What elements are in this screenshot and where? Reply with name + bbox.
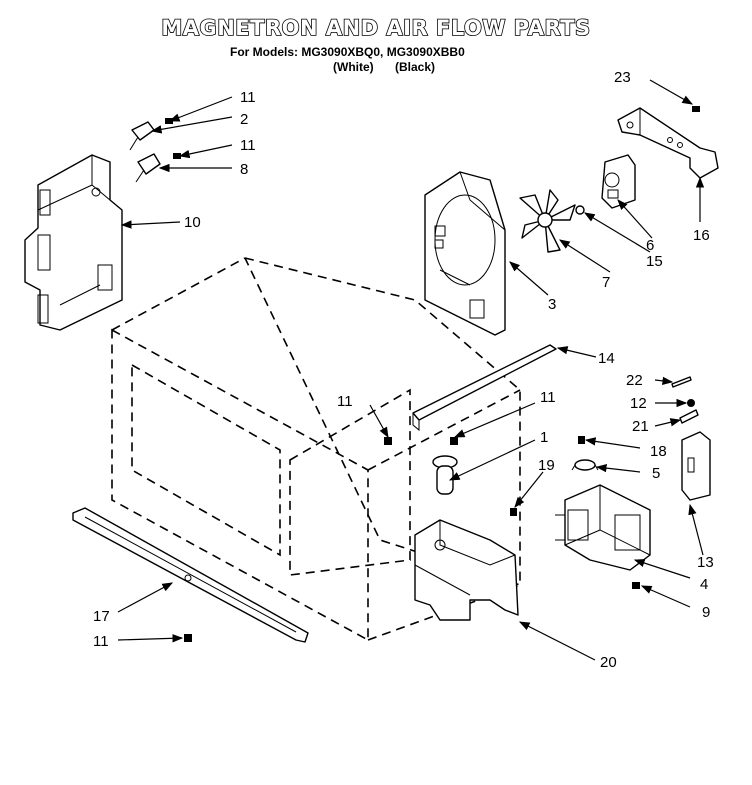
callout-11: 11 — [540, 389, 556, 406]
callout-21: 21 — [632, 418, 649, 435]
callout-23: 23 — [614, 69, 631, 86]
callout-7: 7 — [602, 274, 610, 291]
callout-3: 3 — [548, 296, 556, 313]
callout-22: 22 — [626, 372, 643, 389]
callout-13: 13 — [697, 554, 714, 571]
bottom-rail-part-17 — [72, 507, 309, 643]
diagram-title: MAGNETRON AND AIR FLOW PARTS — [161, 15, 591, 41]
models-line: For Models: MG3090XBQ0, MG3090XBB0 — [230, 45, 465, 59]
rail-part-14 — [412, 344, 557, 432]
screw-part-11 — [384, 437, 392, 445]
fan-blade-part-7 — [519, 189, 576, 253]
screw-part-23 — [692, 106, 700, 112]
screw-part-18 — [578, 436, 585, 444]
callout-10: 10 — [184, 214, 201, 231]
callout-12: 12 — [630, 395, 647, 412]
air-duct-part-10 — [24, 154, 123, 331]
color-white-label: (White) — [333, 60, 374, 74]
callout-15: 15 — [646, 253, 663, 270]
magnetron-mount-part-20 — [414, 519, 519, 621]
screw-icon — [165, 118, 181, 159]
magnetron-part-4 — [555, 484, 651, 571]
callout-8: 8 — [240, 161, 248, 178]
callout-16: 16 — [693, 227, 710, 244]
fan-shroud-part-3 — [424, 171, 506, 336]
callout-11: 11 — [337, 393, 353, 410]
callout-5: 5 — [652, 465, 660, 482]
callout-11: 11 — [93, 633, 109, 650]
screw-part-12 — [687, 399, 695, 407]
callout-labels: 11 2 11 8 10 23 16 6 15 7 3 14 11 11 1 1… — [93, 69, 714, 671]
clip-part-8 — [135, 153, 161, 183]
leader-lines — [117, 79, 705, 661]
models-prefix: For Models: — [230, 45, 298, 59]
models-list: MG3090XBQ0, MG3090XBB0 — [301, 45, 465, 59]
callout-6: 6 — [646, 237, 654, 254]
color-black-label: (Black) — [395, 60, 436, 74]
screw-part-11 — [450, 437, 458, 445]
hardware-part-22 — [671, 376, 692, 388]
clip-part-2 — [129, 121, 155, 151]
callout-2: 2 — [240, 111, 248, 128]
screw-part-19 — [510, 508, 517, 516]
oven-cavity-outline — [111, 257, 521, 642]
callout-20: 20 — [600, 654, 617, 671]
hardware-part-21 — [679, 409, 699, 424]
callout-19: 19 — [538, 457, 555, 474]
callout-4: 4 — [700, 576, 708, 593]
callout-9: 9 — [702, 604, 710, 621]
screw-part-11 — [184, 634, 192, 642]
nut-part-15 — [575, 205, 585, 215]
callout-14: 14 — [598, 350, 615, 367]
thermal-part-5 — [571, 459, 599, 471]
callout-17: 17 — [93, 608, 110, 625]
thermal-cutout-part-1 — [432, 455, 458, 495]
callout-18: 18 — [650, 443, 667, 460]
callout-1: 1 — [540, 429, 548, 446]
fan-motor-part-6 — [601, 154, 636, 209]
callout-11: 11 — [240, 137, 256, 154]
screw-part-9 — [632, 582, 640, 589]
callout-11: 11 — [240, 89, 256, 106]
bracket-part-13 — [681, 431, 711, 501]
